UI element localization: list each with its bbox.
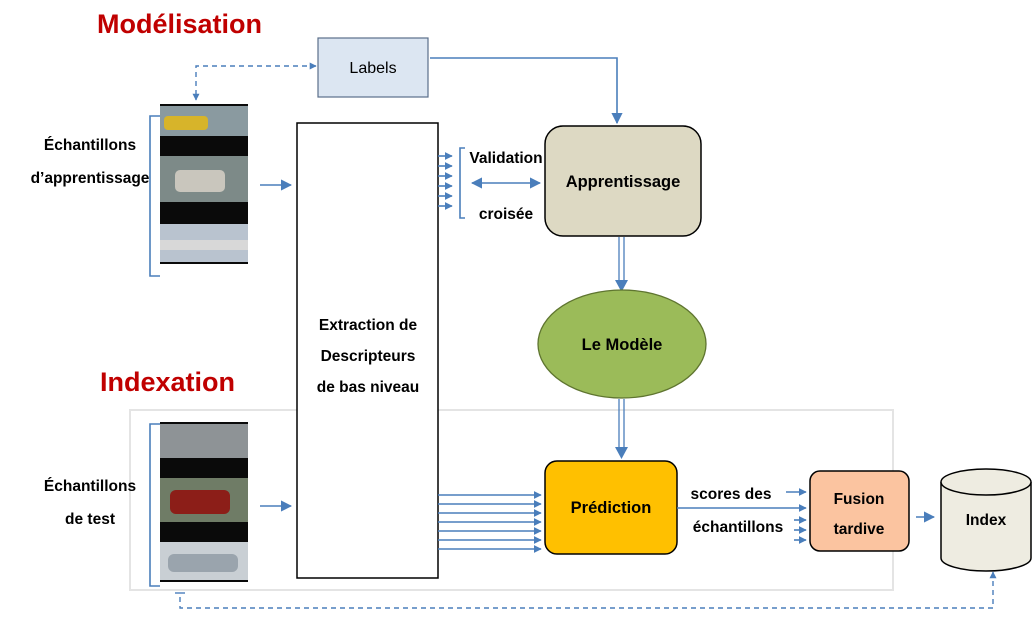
train-images-strip [160,104,248,264]
fusion-box [809,470,910,552]
labels-text: Labels [349,60,396,77]
extraction-label-1: Extraction de [319,317,418,334]
labels-box [317,37,429,98]
train-samples-bracket [149,115,160,277]
validation-bracket [459,147,465,219]
test-samples-label-2: de test [65,511,115,528]
labels-to-apprentissage-arrow [430,57,623,125]
validation-label-1: Validation [469,150,542,167]
modele-ellipse [537,289,707,399]
extraction-label-2: Descripteurs [321,348,416,365]
section-title-modelisation: Modélisation [97,9,262,39]
apprentissage-to-modele-arrow [615,237,628,292]
index-label: Index [966,512,1007,529]
test-images-strip [160,422,248,582]
train-samples-label-1: Échantillons [44,137,136,154]
test-samples-bracket [149,423,160,587]
modele-to-prediction-arrow [615,399,628,459]
apprentissage-label: Apprentissage [566,173,681,191]
section-title-indexation: Indexation [100,367,235,397]
index-feedback-dashed [179,571,997,609]
fusion-label-2: tardive [834,521,885,538]
index-database-icon [940,468,1032,572]
feature-arrows-top [438,152,453,210]
labels-link-dashed [192,62,317,101]
features-to-prediction-arrows [438,491,542,553]
train-samples-label-2: d’apprentissage [31,170,150,187]
test-samples-label-1: Échantillons [44,478,136,495]
validation-label-2: croisée [479,206,534,223]
scores-to-fusion-arrows [677,488,807,544]
scores-label-2: échantillons [693,519,783,536]
scores-label-1: scores des [691,486,772,503]
fusion-label-1: Fusion [834,491,885,508]
modele-label: Le Modèle [582,336,663,354]
prediction-label: Prédiction [571,499,652,517]
extraction-label-3: de bas niveau [317,379,420,396]
extraction-box [296,122,439,579]
apprentissage-box [544,125,702,237]
